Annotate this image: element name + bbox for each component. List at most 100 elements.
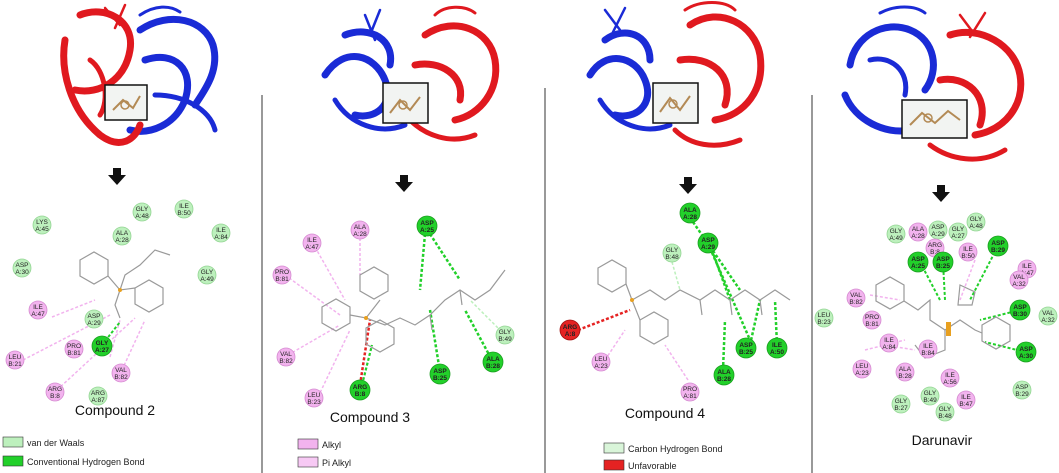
residue-circle	[956, 390, 976, 410]
residue-circle	[886, 224, 906, 244]
residue-name: ASP	[15, 262, 28, 269]
residue-id: A:25	[420, 227, 434, 234]
residue-circle	[879, 333, 899, 353]
residue-name: LEU	[595, 356, 608, 363]
protein-render-darunavir	[841, 5, 1025, 162]
residue-circle	[112, 226, 132, 246]
residue-name: GLY	[939, 406, 952, 413]
residue-name: GLY	[895, 398, 908, 405]
panel-title-compound-3: Compound 3	[330, 409, 410, 425]
residue-id: A:28	[683, 214, 697, 221]
residue-id: B:28	[486, 363, 500, 370]
residue-circle	[12, 258, 32, 278]
binding-site-box	[901, 99, 968, 139]
residue-circle	[928, 220, 948, 240]
interaction-lines	[284, 233, 506, 398]
protein-render-compound-2	[60, 3, 219, 146]
residue-id: A:8	[565, 331, 576, 338]
residue-id: A:30	[15, 269, 29, 276]
residue-id: B:23	[817, 319, 831, 326]
residue-circle	[32, 215, 52, 235]
interaction-map-compound-4: ALAA:28GLYB:48ASPA:29ARGA:8LEUA:23ASPB:2…	[559, 202, 791, 402]
residue-name: GLY	[924, 390, 937, 397]
residue-id: B:8	[930, 249, 940, 256]
panel-title-darunavir: Darunavir	[912, 432, 973, 448]
residue-name: LYS	[36, 219, 48, 226]
residue-circle	[735, 337, 757, 359]
legend-label: Alkyl	[322, 440, 341, 450]
residue-name: ILE	[179, 203, 189, 210]
residue-name: VAL	[1042, 310, 1054, 317]
residue-circle	[697, 232, 719, 254]
residue-name: GLY	[201, 269, 214, 276]
panel-dividers	[261, 88, 813, 473]
residue-id: B:29	[1015, 391, 1029, 398]
residue-id: B:8	[50, 393, 60, 400]
residue-circle	[935, 402, 955, 422]
residue-name: PRO	[67, 343, 81, 350]
residue-bubbles: ALAA:28GLYB:48ASPA:29ARGA:8LEUA:23ASPB:2…	[559, 202, 788, 402]
residue-id: A:29	[931, 231, 945, 238]
legend-swatch	[2, 455, 24, 467]
residue-circle	[559, 319, 581, 341]
residue-name: ASP	[911, 256, 925, 263]
residue-id: A:32	[1012, 281, 1026, 288]
residue-circle	[349, 379, 371, 401]
legend-3: Carbon Hydrogen Bond Unfavorable	[603, 442, 723, 471]
down-arrow-icon	[679, 177, 697, 194]
ligand-structure	[321, 266, 506, 353]
residue-id: A:48	[969, 223, 983, 230]
residue-id: B:30	[1013, 311, 1027, 318]
residue-name: ILE	[884, 337, 894, 344]
residue-name: ASP	[1013, 304, 1027, 311]
residue-id: B:50	[961, 253, 975, 260]
residue-circle	[88, 386, 108, 406]
residue-name: ILE	[772, 342, 783, 349]
protein-render-compound-4	[586, 1, 765, 148]
down-arrow-icon	[108, 168, 126, 185]
residue-id: B:21	[8, 361, 22, 368]
legend-swatch	[603, 459, 625, 471]
residue-id: A:29	[701, 244, 715, 251]
residue-id: B:25	[433, 375, 447, 382]
residue-id: B:82	[849, 299, 863, 306]
residue-name: ALA	[717, 369, 731, 376]
residue-id: A:25	[911, 263, 925, 270]
residue-name: ASP	[420, 220, 434, 227]
residue-name: ALA	[486, 356, 500, 363]
residue-circle	[132, 202, 152, 222]
residue-circle	[84, 309, 104, 329]
residue-id: B:81	[865, 321, 879, 328]
residue-id: B:29	[991, 247, 1005, 254]
residue-circle	[1012, 380, 1032, 400]
residue-circle	[948, 222, 968, 242]
residue-id: A:29	[87, 320, 101, 327]
legend-label: Pi Alkyl	[322, 458, 351, 468]
residue-id: A:28	[115, 237, 129, 244]
residue-id: B:48	[665, 254, 679, 261]
residue-name: ARG	[91, 390, 105, 397]
residue-circle	[416, 215, 438, 237]
residue-circle	[846, 288, 866, 308]
residue-name: PRO	[275, 269, 289, 276]
binding-site-box	[382, 82, 429, 124]
residue-name: GLY	[952, 226, 965, 233]
ligand-structure	[79, 249, 171, 319]
